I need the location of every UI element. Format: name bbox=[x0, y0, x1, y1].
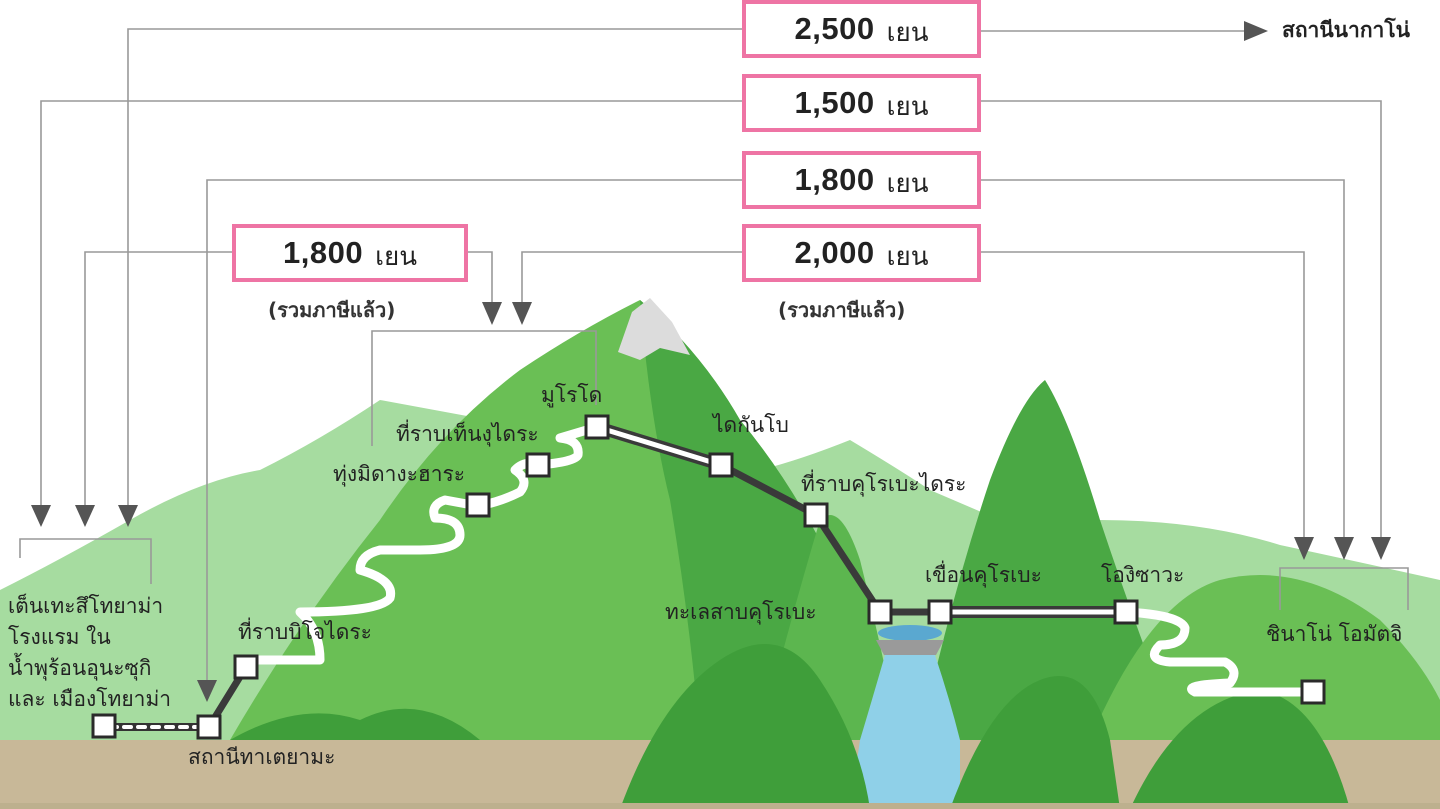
arrow-1800l-murodo bbox=[482, 302, 502, 325]
right-foothill bbox=[1090, 575, 1440, 740]
station-marker-midagahara bbox=[465, 492, 491, 518]
fare-amount: 2,000 bbox=[794, 235, 875, 270]
arrow-1500-down bbox=[31, 505, 51, 527]
station-marker-bijodaira bbox=[233, 654, 259, 680]
river bbox=[850, 655, 960, 809]
station-label-kurobeko: ทะเลสาบคุโรเบะ bbox=[665, 600, 817, 624]
station-label-tateyama: สถานีทาเตยามะ bbox=[188, 745, 336, 769]
arrowheads bbox=[31, 21, 1391, 702]
station-label-bijodaira: ที่ราบบิโจไดระ bbox=[238, 620, 372, 644]
foreground-hill-left bbox=[230, 708, 480, 740]
origin-line-3: น้ำพุร้อนอุนะซุกิ bbox=[8, 656, 152, 680]
fare-box-1800-right: 1,800 เยน bbox=[742, 151, 981, 209]
station-label-kurobe-dam: เขื่อนคุโรเบะ bbox=[925, 563, 1042, 587]
origin-line-4: และ เมืองโทยาม่า bbox=[8, 687, 172, 711]
fare-box-2500: 2,500 เยน bbox=[742, 0, 981, 58]
fare-currency: เยน bbox=[886, 16, 929, 47]
origin-line-1: เต็นเทะสึโทยาม่า bbox=[8, 594, 164, 618]
tax-note-right: (รวมภาษีแล้ว) bbox=[778, 298, 906, 322]
station-label-midagahara: ทุ่งมิดางะฮาระ bbox=[333, 462, 466, 486]
destination-nagano: สถานีนากาโน่ bbox=[1282, 18, 1410, 42]
fare-amount: 2,500 bbox=[794, 11, 875, 46]
route-murodo-daikanbo-inner bbox=[594, 424, 724, 468]
arrow-2000-shinano bbox=[1294, 537, 1314, 560]
station-marker-shinano-omachi bbox=[1300, 679, 1326, 705]
fare-amount: 1,500 bbox=[794, 85, 875, 120]
bracket-tengu bbox=[371, 330, 597, 446]
connector-1800-l-right bbox=[466, 251, 493, 302]
connector-1800-r bbox=[206, 179, 744, 680]
bracket-left bbox=[19, 538, 152, 584]
station-marker-kurobe-dam bbox=[927, 599, 953, 625]
route-kurobedaira-kurobeko bbox=[812, 511, 884, 616]
fare-box-2000: 2,000 เยน bbox=[742, 224, 981, 282]
connector-1500 bbox=[40, 100, 744, 505]
station-marker-kurobedaira bbox=[803, 502, 829, 528]
foreground-hill-center bbox=[620, 644, 870, 809]
arrow-2000-murodo bbox=[512, 302, 532, 325]
connector-1800-l bbox=[84, 251, 234, 505]
fare-currency: เยน bbox=[886, 167, 929, 198]
bottom-strip bbox=[0, 803, 1440, 809]
station-marker-origin bbox=[91, 713, 117, 739]
connector-2000-right bbox=[980, 251, 1305, 540]
station-marker-tateyama bbox=[196, 714, 222, 740]
tax-note-left: (รวมภาษีแล้ว) bbox=[268, 298, 396, 322]
kurobe-lake bbox=[878, 625, 942, 641]
fare-box-1500: 1,500 เยน bbox=[742, 74, 981, 132]
foreground-hill-right bbox=[950, 676, 1120, 809]
snow-cap bbox=[618, 298, 690, 360]
station-marker-tengudaira bbox=[525, 452, 551, 478]
fare-amount: 1,800 bbox=[283, 235, 364, 270]
foreground-hill-far-right bbox=[1130, 690, 1350, 809]
arrow-2500-down bbox=[118, 505, 138, 527]
station-marker-murodo bbox=[584, 414, 610, 440]
fare-currency: เยน bbox=[886, 90, 929, 121]
station-label-origin: เต็นเทะสึโทยาม่า โรงแรม ใน น้ำพุร้อนอุนะ… bbox=[8, 591, 208, 715]
arrow-to-nagano bbox=[1244, 21, 1268, 41]
station-label-tengudaira: ที่ราบเท็นงุไดระ bbox=[396, 422, 539, 446]
route-zigzag-ogizawa bbox=[1121, 607, 1318, 697]
station-label-kurobedaira: ที่ราบคุโรเบะไดระ bbox=[801, 472, 967, 496]
connector-2000 bbox=[521, 251, 744, 302]
station-marker-ogizawa bbox=[1113, 599, 1139, 625]
connector-2500 bbox=[127, 28, 744, 505]
route-daikanbo-kurobedaira bbox=[717, 461, 820, 519]
fare-amount: 1,800 bbox=[794, 162, 875, 197]
station-marker-kurobeko bbox=[867, 599, 893, 625]
arrow-1800l-down bbox=[75, 505, 95, 527]
connector-1800-r-right bbox=[980, 179, 1345, 540]
arrow-1800r-down bbox=[197, 680, 217, 702]
bracket-right bbox=[1279, 567, 1409, 610]
fare-currency: เยน bbox=[375, 240, 417, 271]
fare-connectors bbox=[19, 28, 1409, 680]
station-markers bbox=[91, 414, 1326, 740]
origin-line-2: โรงแรม ใน bbox=[8, 625, 111, 649]
station-label-murodo: มูโรโด bbox=[541, 383, 603, 407]
station-label-ogizawa: โองิซาวะ bbox=[1101, 563, 1185, 587]
fare-box-1800-left: 1,800 เยน bbox=[232, 224, 468, 282]
right-mountain bbox=[920, 380, 1180, 740]
dam-wall bbox=[876, 640, 944, 655]
station-marker-daikanbo bbox=[708, 452, 734, 478]
station-label-daikanbo: ไดกันโบ bbox=[713, 413, 789, 437]
fare-currency: เยน bbox=[886, 240, 929, 271]
arrow-1500-shinano bbox=[1371, 537, 1391, 560]
connector-1500-right bbox=[980, 100, 1382, 540]
station-label-shinano-omachi: ชินาโน่ โอมัตจิ bbox=[1266, 622, 1403, 646]
arrow-1800r-shinano bbox=[1334, 537, 1354, 560]
